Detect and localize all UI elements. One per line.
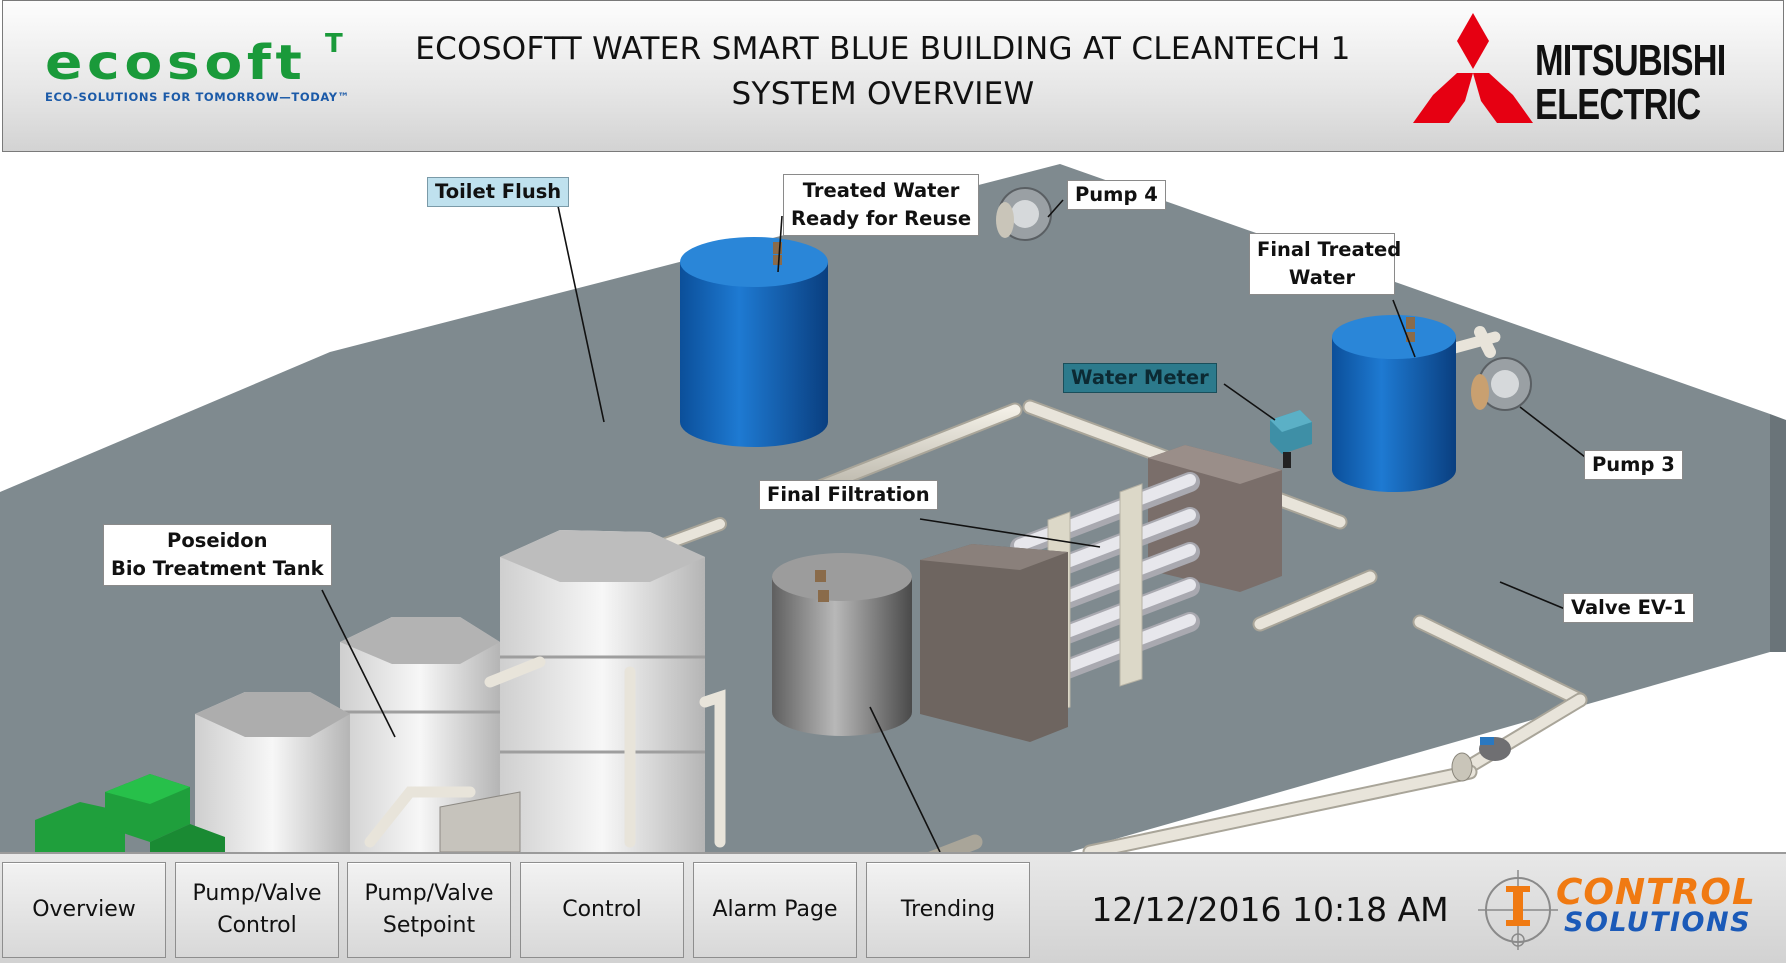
header-bar: ecosoft T ECO-SOLUTIONS FOR TOMORROW—TOD… [2,0,1784,152]
label-water-meter-text: Water Meter [1071,366,1209,389]
final-filtration-skid [920,445,1282,742]
page-title-line2: SYSTEM OVERVIEW [731,76,1035,112]
label-final-treated-line2: Water [1288,266,1356,289]
final-treated-water-tank [1332,315,1456,492]
nav-pump-valve-control-label-line1: Pump/Valve [192,881,322,906]
valve-ev-1[interactable] [1451,737,1511,782]
ecosoftt-logo-superscript: T [325,29,343,59]
label-treated-water-line2: Ready for Reuse [791,207,972,230]
label-treated-water-line1: Treated Water [802,179,960,202]
treated-water-tank [680,237,828,447]
label-poseidon-bio-treatment-tank: Poseidon Bio Treatment Tank [103,524,332,586]
label-treated-water-ready-for-reuse: Treated Water Ready for Reuse [783,174,980,236]
pre-filtration-tank [772,553,912,736]
poseidon-bio-treatment-tanks [195,530,726,852]
mitsubishi-diamonds-icon [1413,13,1533,123]
nav-pump-valve-setpoint-label-line2: Setpoint [382,913,476,938]
label-pump-3: Pump 3 [1584,450,1683,480]
ecosoftt-logo-word: ecosoft [45,35,307,91]
system-overview-scene: Toilet Flush Treated Water Ready for Reu… [0,152,1786,852]
nav-trending-label: Trending [900,897,996,922]
ecosoftt-logo-tagline: ECO-SOLUTIONS FOR TOMORROW—TODAY™ [45,90,350,104]
label-water-meter: Water Meter [1063,363,1217,393]
pump-4[interactable] [996,187,1052,241]
green-equipment [35,774,225,852]
water-meter [1270,410,1312,468]
nav-pump-valve-setpoint-label-line1: Pump/Valve [364,881,494,906]
nav-alarm-page-label: Alarm Page [712,897,838,922]
label-valve-ev-1-text: Valve EV-1 [1571,596,1687,619]
label-final-filtration-text: Final Filtration [767,483,930,506]
nav-pump-valve-setpoint-button[interactable]: Pump/Valve Setpoint [347,862,511,958]
footer-nav-bar: Overview Pump/Valve Control Pump/Valve S… [0,852,1786,963]
control-solutions-logo-text: CONTROL SOLUTIONS [1556,872,1756,938]
label-pump-4-text: Pump 4 [1075,183,1158,206]
page-title: ECOSOFTT WATER SMART BLUE BUILDING AT CL… [343,27,1423,117]
label-leader-lines [321,199,1586,852]
label-final-treated-water: Final Treated Water [1249,233,1402,295]
pipe-network [583,326,1588,852]
ecosoftt-logo: ecosoft T ECO-SOLUTIONS FOR TOMORROW—TOD… [43,29,393,115]
control-solutions-crosshair-icon [1478,870,1558,950]
control-solutions-logo: CONTROL SOLUTIONS [1476,864,1776,954]
nav-overview-label: Overview [32,897,136,922]
nav-alarm-page-button[interactable]: Alarm Page [693,862,857,958]
label-valve-ev-1: Valve EV-1 [1563,593,1695,623]
mitsubishi-logo-line2: ELECTRIC [1535,80,1701,129]
label-pump-3-text: Pump 3 [1592,453,1675,476]
control-solutions-logo-line1: CONTROL [1556,872,1756,913]
label-poseidon-line2: Bio Treatment Tank [111,557,324,580]
current-datetime: 12/12/2016 10:18 AM [1091,890,1449,929]
label-poseidon-line1: Poseidon [167,529,268,552]
nav-trending-button[interactable]: Trending [866,862,1030,958]
label-final-filtration: Final Filtration [759,480,938,510]
mitsubishi-electric-logo: MITSUBISHI ELECTRIC [1413,13,1763,133]
mitsubishi-logo-line1: MITSUBISHI [1535,36,1726,85]
nav-control-label: Control [562,897,642,922]
label-pump-4: Pump 4 [1067,180,1166,210]
nav-control-button[interactable]: Control [520,862,684,958]
label-toilet-flush-text: Toilet Flush [435,180,562,203]
label-final-treated-line1: Final Treated [1257,238,1402,261]
mitsubishi-logo-text: MITSUBISHI ELECTRIC [1535,39,1726,127]
nav-pump-valve-control-button[interactable]: Pump/Valve Control [175,862,339,958]
nav-overview-button[interactable]: Overview [2,862,166,958]
control-solutions-logo-line2: SOLUTIONS [1564,907,1752,938]
page-title-line1: ECOSOFTT WATER SMART BLUE BUILDING AT CL… [415,31,1351,67]
label-toilet-flush: Toilet Flush [427,177,570,207]
nav-pump-valve-control-label-line2: Control [217,913,297,938]
pump-3[interactable] [1471,357,1532,411]
